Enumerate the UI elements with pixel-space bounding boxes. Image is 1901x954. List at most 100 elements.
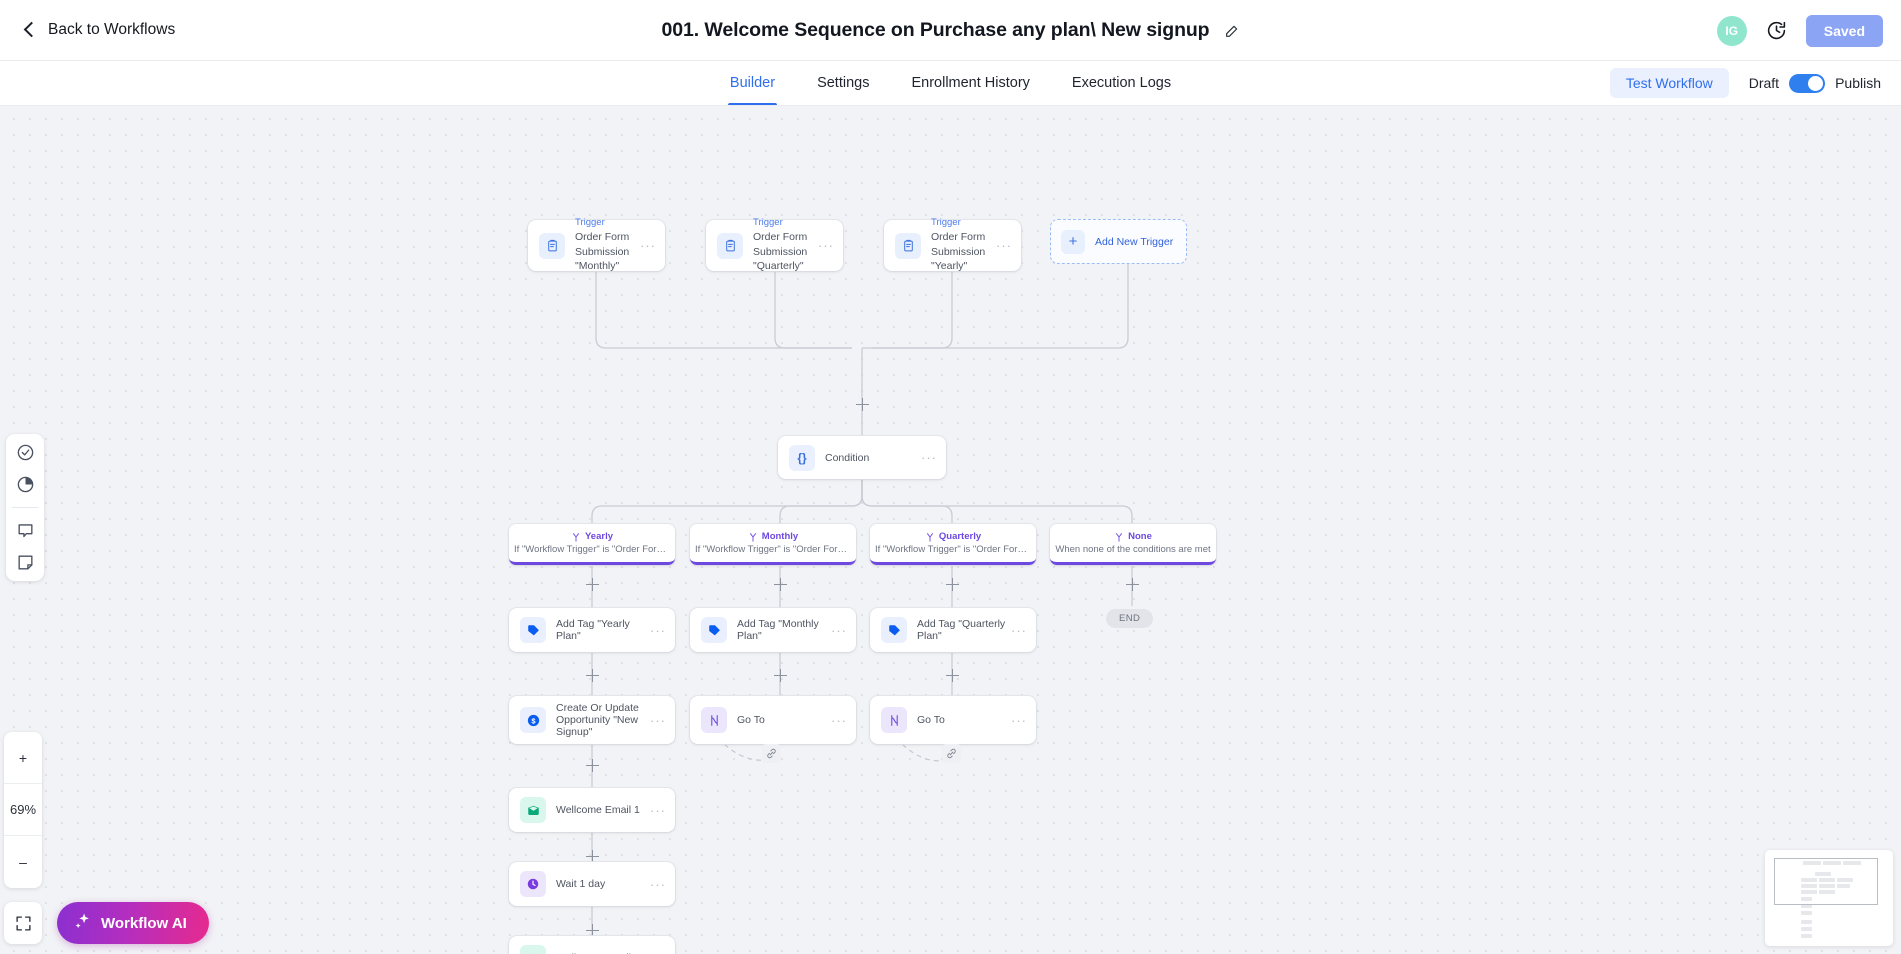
goto-icon — [701, 707, 727, 733]
pie-chart-icon[interactable] — [16, 475, 35, 494]
action-node-welcome-email-1[interactable]: Wellcome Email 1 ··· — [509, 788, 675, 832]
action-label: Wait 1 day — [556, 878, 606, 890]
add-step-handle[interactable] — [586, 669, 599, 682]
zoom-level-label[interactable]: 69% — [4, 784, 42, 836]
broken-link-icon[interactable] — [942, 744, 961, 763]
trigger-node-quarterly[interactable]: Trigger Order Form Submission "Quarterly… — [706, 217, 843, 272]
clipboard-icon — [895, 232, 921, 259]
branch-icon — [926, 532, 933, 542]
branch-header: Monthly — [748, 531, 798, 542]
left-tool-rail — [6, 434, 44, 581]
top-header: Back to Workflows 001. Welcome Sequence … — [0, 0, 1901, 61]
tab-execution-logs[interactable]: Execution Logs — [1071, 75, 1172, 91]
fit-to-screen-button[interactable] — [4, 902, 42, 944]
action-label: Add Tag "Monthly Plan" — [737, 618, 819, 642]
action-line2: Opportunity "New Signup" — [556, 714, 638, 738]
add-step-handle[interactable] — [774, 669, 787, 682]
minimap[interactable] — [1765, 850, 1893, 946]
publish-toggle[interactable] — [1789, 73, 1826, 93]
trigger-menu-button[interactable]: ··· — [818, 238, 834, 253]
add-step-handle[interactable] — [774, 578, 787, 591]
branch-yearly[interactable]: Yearly If "Workflow Trigger" is "Order F… — [509, 524, 675, 565]
tag-icon — [701, 617, 727, 643]
trigger-kicker: Trigger — [575, 217, 605, 229]
action-label: Add Tag "Quarterly Plan" — [917, 618, 1006, 642]
note-icon[interactable] — [16, 553, 35, 572]
workflow-canvas[interactable]: Trigger Order Form Submission "Monthly" … — [0, 106, 1901, 954]
action-menu-button[interactable]: ··· — [1011, 622, 1027, 638]
add-step-handle[interactable] — [586, 850, 599, 863]
add-step-handle[interactable] — [946, 578, 959, 591]
trigger-kicker: Trigger — [931, 217, 961, 229]
action-menu-button[interactable]: ··· — [650, 952, 666, 954]
branch-name: None — [1128, 531, 1152, 542]
end-badge: END — [1106, 609, 1154, 628]
history-clock-icon[interactable] — [1766, 20, 1787, 41]
test-workflow-button[interactable]: Test Workflow — [1609, 68, 1729, 98]
saved-button[interactable]: Saved — [1805, 14, 1883, 47]
broken-link-icon[interactable] — [762, 744, 781, 763]
tab-bar-actions: Test Workflow Draft Publish — [1609, 61, 1881, 105]
add-step-handle[interactable] — [586, 578, 599, 591]
publish-toggle-group: Draft Publish — [1749, 73, 1881, 93]
header-actions: IG Saved — [1716, 0, 1883, 61]
action-node-add-tag-yearly[interactable]: Add Tag "Yearly Plan" ··· — [509, 608, 675, 652]
branch-none[interactable]: None When none of the conditions are met — [1050, 524, 1216, 565]
add-step-handle[interactable] — [856, 398, 869, 411]
action-text: Create Or Update Opportunity "New Signup… — [556, 702, 650, 738]
tab-settings[interactable]: Settings — [817, 75, 870, 91]
trigger-line1: Order Form Submission — [753, 231, 808, 258]
add-step-handle[interactable] — [586, 924, 599, 937]
action-node-add-tag-quarterly[interactable]: Add Tag "Quarterly Plan" ··· — [870, 608, 1036, 652]
plus-icon: + — [1061, 229, 1085, 254]
trigger-menu-button[interactable]: ··· — [996, 238, 1012, 253]
avatar[interactable]: IG — [1716, 15, 1747, 46]
condition-label: Condition — [825, 451, 870, 464]
workflow-ai-button[interactable]: Workflow AI — [57, 902, 209, 944]
comment-icon[interactable] — [16, 521, 35, 540]
action-menu-button[interactable]: ··· — [650, 802, 666, 818]
trigger-node-yearly[interactable]: Trigger Order Form Submission "Yearly" ·… — [884, 217, 1021, 273]
add-step-handle[interactable] — [1126, 578, 1139, 591]
action-menu-button[interactable]: ··· — [650, 876, 666, 892]
tab-list: Builder Settings Enrollment History Exec… — [0, 61, 1901, 105]
action-node-goto-2[interactable]: Go To ··· — [870, 696, 1036, 744]
action-node-welcome-email-2[interactable]: Wellcome Email 2 ··· — [509, 936, 675, 954]
branch-name: Quarterly — [938, 531, 982, 542]
trigger-text: Trigger Order Form Submission "Yearly" — [931, 217, 996, 273]
action-node-wait[interactable]: Wait 1 day ··· — [509, 862, 675, 906]
zoom-out-button[interactable]: – — [19, 854, 27, 870]
action-line1: Create Or Update — [556, 702, 639, 714]
action-menu-button[interactable]: ··· — [650, 712, 666, 728]
zoom-in-button[interactable]: + — [4, 732, 42, 784]
action-menu-button[interactable]: ··· — [831, 622, 847, 638]
condition-menu-button[interactable]: ··· — [921, 450, 937, 465]
edge-layer — [591, 264, 1133, 936]
tab-builder[interactable]: Builder — [727, 61, 778, 105]
action-menu-button[interactable]: ··· — [1011, 712, 1027, 728]
branch-monthly[interactable]: Monthly If "Workflow Trigger" is "Order … — [690, 524, 856, 565]
branch-desc: If "Workflow Trigger" is "Order Form ... — [514, 544, 670, 555]
pencil-icon[interactable] — [1224, 23, 1240, 39]
add-new-trigger-button[interactable]: + Add New Trigger — [1050, 219, 1187, 264]
add-step-handle[interactable] — [586, 759, 599, 772]
action-menu-button[interactable]: ··· — [650, 622, 666, 638]
condition-node[interactable]: {} Condition ··· — [778, 436, 946, 479]
check-circle-icon[interactable] — [16, 443, 35, 462]
email-icon — [520, 797, 546, 823]
branch-quarterly[interactable]: Quarterly If "Workflow Trigger" is "Orde… — [870, 524, 1036, 565]
tab-bar: Builder Settings Enrollment History Exec… — [0, 61, 1901, 106]
action-node-goto-1[interactable]: Go To ··· — [690, 696, 856, 744]
action-node-add-tag-monthly[interactable]: Add Tag "Monthly Plan" ··· — [690, 608, 856, 652]
trigger-node-monthly[interactable]: Trigger Order Form Submission "Monthly" … — [528, 217, 665, 272]
add-step-handle[interactable] — [946, 669, 959, 682]
action-menu-button[interactable]: ··· — [831, 712, 847, 728]
tab-enrollment-history[interactable]: Enrollment History — [911, 75, 1030, 91]
minimap-viewport[interactable] — [1774, 858, 1878, 905]
clock-icon — [520, 871, 546, 897]
tag-icon — [881, 617, 907, 643]
action-node-opportunity[interactable]: $ Create Or Update Opportunity "New Sign… — [509, 696, 675, 744]
back-to-workflows-button[interactable]: Back to Workflows — [22, 21, 175, 39]
trigger-menu-button[interactable]: ··· — [640, 238, 656, 253]
branch-name: Monthly — [761, 531, 799, 542]
